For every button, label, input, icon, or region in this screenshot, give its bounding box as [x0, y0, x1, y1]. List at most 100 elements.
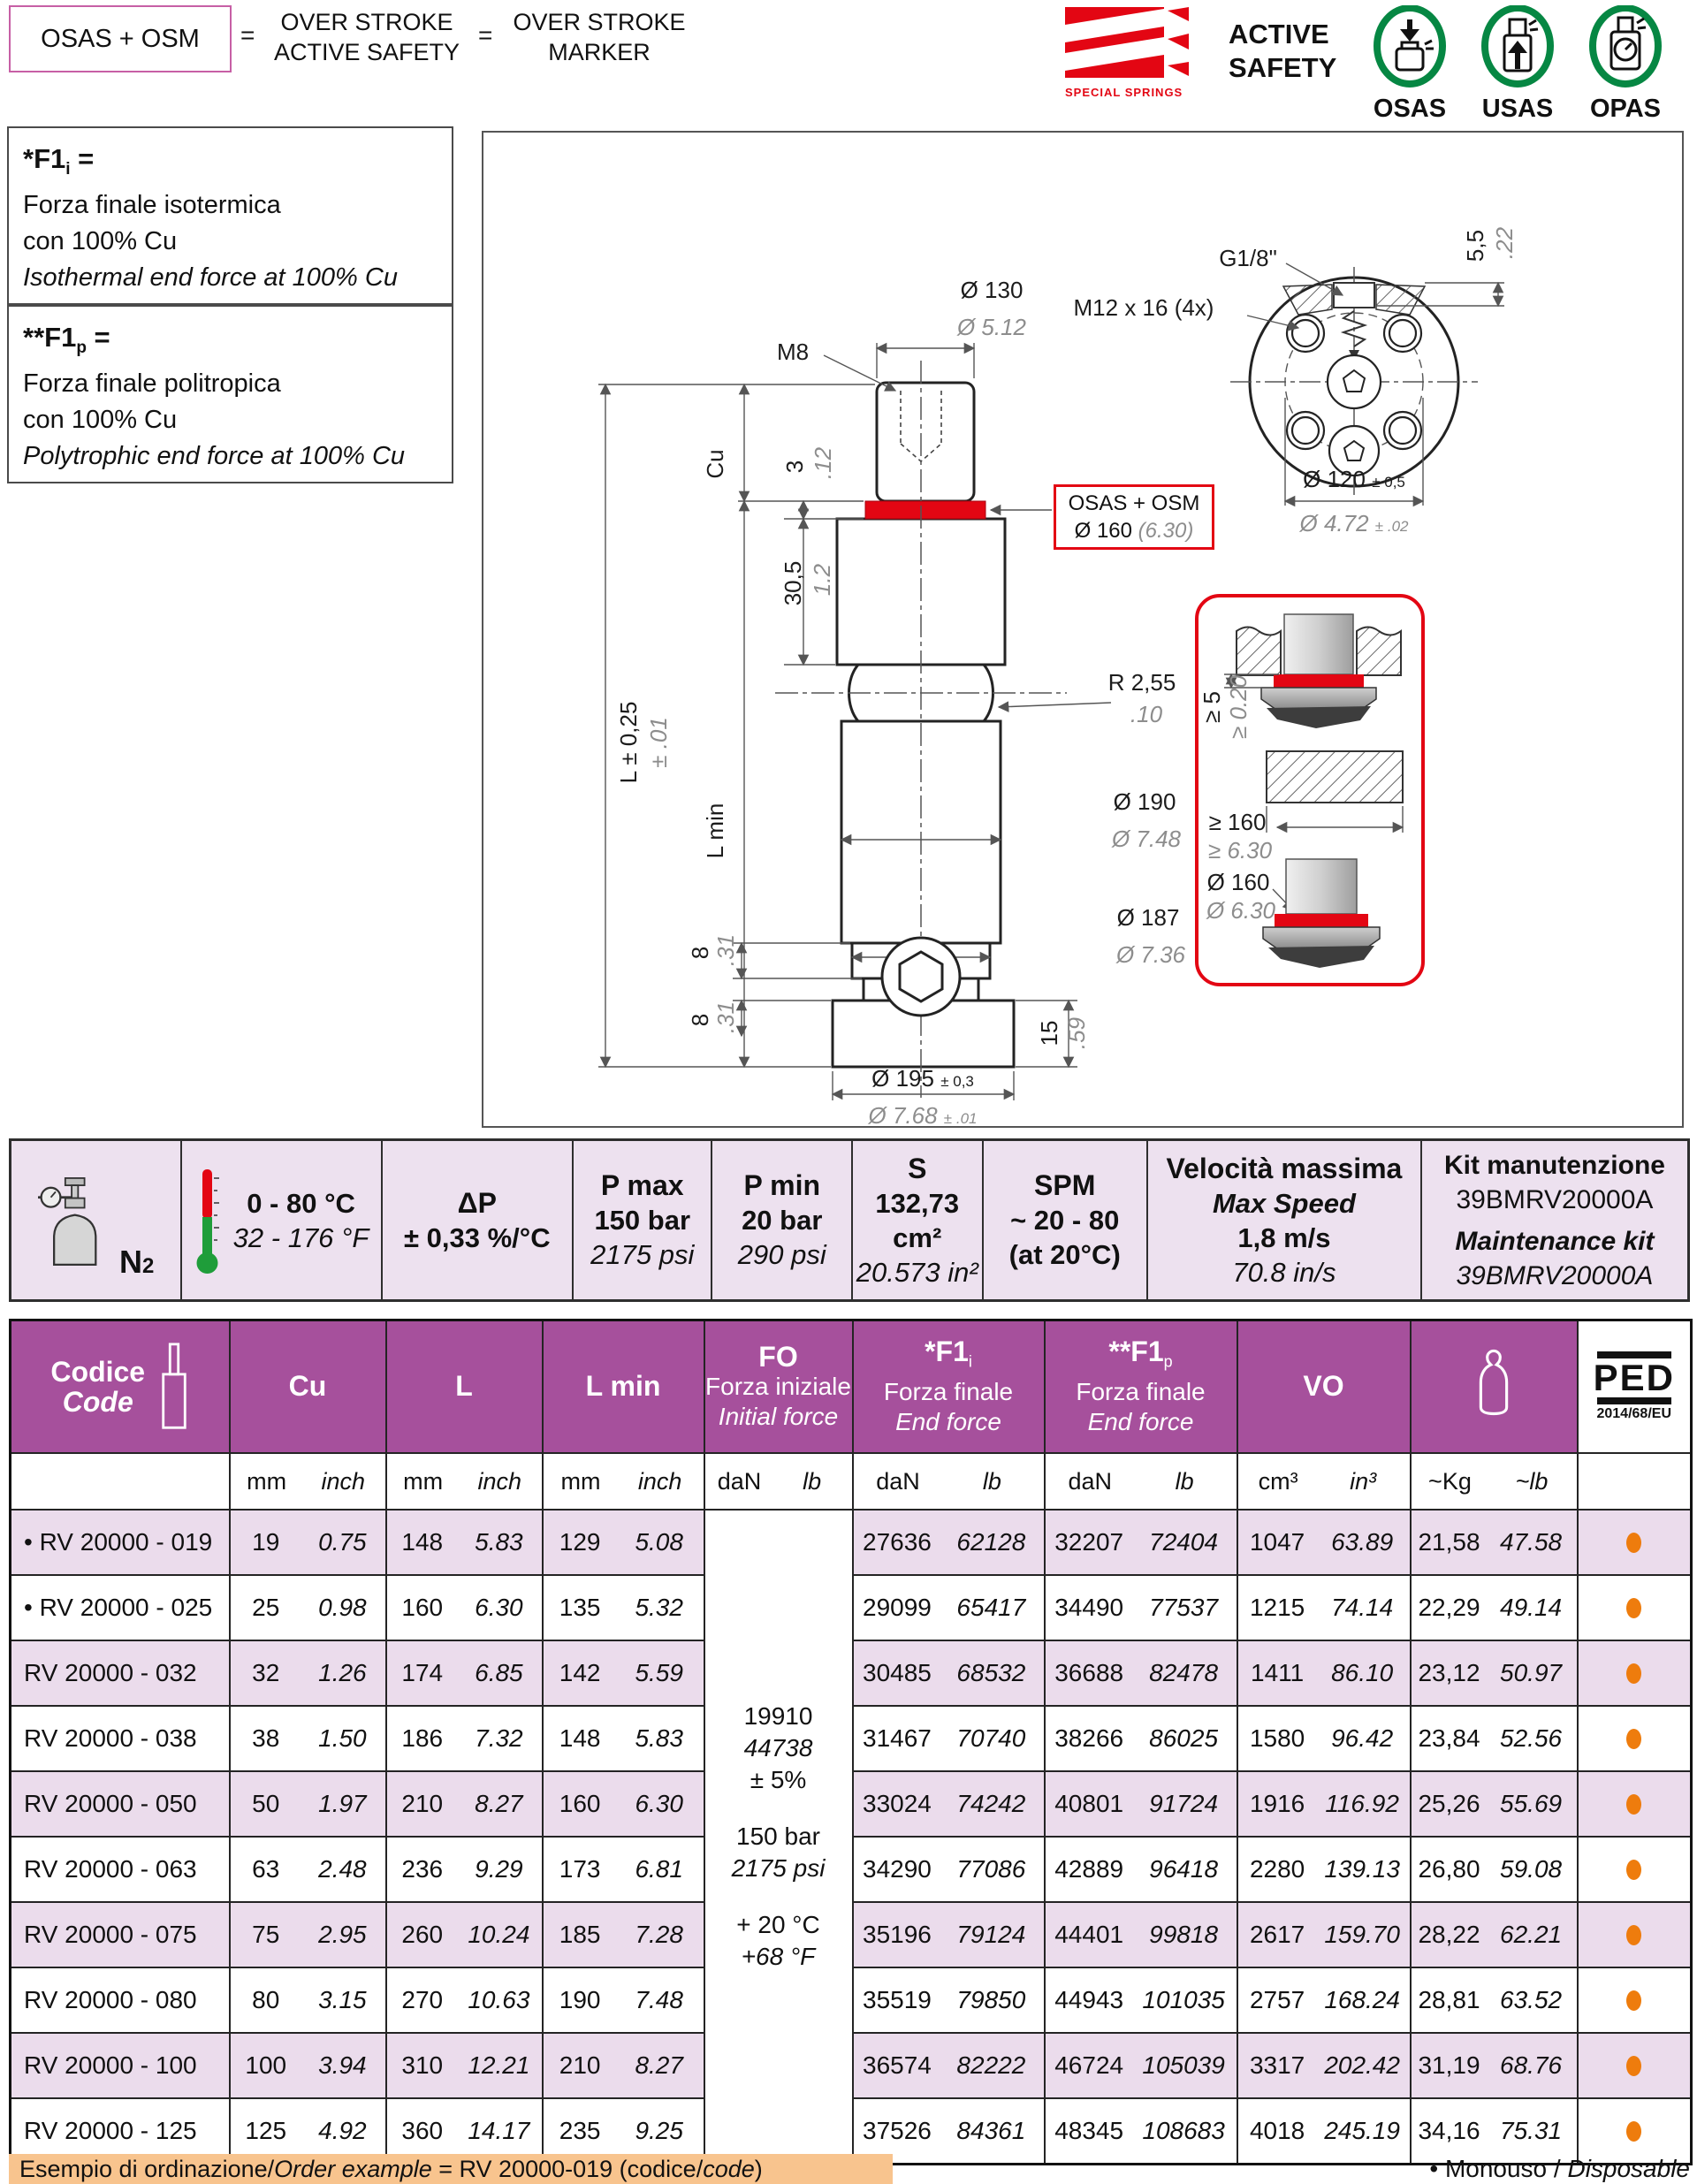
f1p-symbol: **F1	[23, 322, 77, 353]
badge-usas-label: USAS	[1481, 95, 1554, 123]
dim-d120-mm: Ø 120 ± 0,5	[1303, 468, 1405, 491]
thermometer-icon	[196, 1168, 219, 1274]
ped-cell	[1576, 1901, 1693, 1968]
imperial-value: 1.50	[318, 1724, 367, 1752]
metric-value: 38266	[1054, 1724, 1124, 1752]
unit-mm: mm	[247, 1467, 287, 1495]
port-hatch-right	[1375, 284, 1427, 316]
spec-gas: N2	[11, 1141, 180, 1299]
drawing-linework	[598, 263, 1504, 1100]
imperial-value: 59.08	[1500, 1855, 1563, 1883]
dim-r255-mm: R 2,55	[1107, 669, 1176, 696]
metric-value: 1411	[1251, 1659, 1305, 1686]
fo-line: ± 5%	[750, 1766, 807, 1793]
imperial-value: 96.42	[1331, 1724, 1394, 1752]
metric-value: 100	[245, 2051, 287, 2079]
code-text: RV 20000 - 063	[24, 1855, 197, 1883]
metric-value: 42889	[1054, 1855, 1124, 1883]
units-ped-empty	[1576, 1452, 1693, 1511]
spec-p-min: P min 20 bar 290 psi	[711, 1141, 851, 1299]
disposable-dot	[1626, 1924, 1642, 1945]
imperial-value: 139.13	[1324, 1855, 1400, 1883]
metric-value: 34290	[863, 1855, 932, 1883]
imperial-value: 10.63	[468, 1986, 530, 2013]
technical-drawing: Ø 130 Ø 5.12 M8 Cu 3 .12 30,5 1.2 L ± 0,…	[482, 131, 1684, 1128]
metric-value: 190	[559, 1986, 601, 2013]
label-g18: G1/8"	[1219, 245, 1277, 271]
metric-value: 1047	[1249, 1528, 1305, 1556]
hex-nut	[898, 950, 944, 1003]
imperial-value: 99818	[1149, 1921, 1219, 1948]
f1i-equals: =	[70, 143, 95, 174]
code-cell: RV 20000 - 100	[9, 2032, 231, 2099]
metric-value: 1916	[1249, 1790, 1305, 1817]
d120-inch-tol: ± .02	[1374, 518, 1409, 535]
kit-title-it: Kit manutenzione	[1443, 1150, 1665, 1180]
center-valve-hole	[1326, 354, 1382, 410]
header-l-label: L	[455, 1370, 473, 1402]
imperial-value: 5.59	[635, 1659, 683, 1686]
imperial-value: 62.21	[1500, 1921, 1563, 1948]
metric-value: 31467	[863, 1724, 932, 1752]
imperial-value: 79124	[956, 1921, 1026, 1948]
unit-dan: daN	[1068, 1467, 1113, 1495]
stack1-line1: OVER STROKE	[280, 9, 453, 35]
f1i-sub: i	[968, 1352, 972, 1371]
unit-in3: in³	[1350, 1467, 1377, 1495]
dim-ge5-mm: ≥ 5	[1199, 691, 1225, 723]
imperial-value: 79850	[956, 1986, 1026, 2013]
metric-value: 21,58	[1418, 1528, 1480, 1556]
header-f1p-symbol: **F1p	[1046, 1336, 1237, 1377]
unit-dan: daN	[717, 1467, 762, 1495]
p-max-psi: 2175 psi	[590, 1239, 695, 1270]
n2-subscript: 2	[142, 1254, 155, 1278]
code-cell: • RV 20000 - 025	[9, 1574, 231, 1641]
unit-lbw: ~lb	[1515, 1467, 1549, 1495]
header-weight	[1409, 1319, 1579, 1454]
disposable-bullet: •	[1429, 2155, 1439, 2182]
disposable-it: Monouso /	[1444, 2155, 1568, 2182]
f1p-subscript: p	[76, 338, 87, 357]
dim-d160-inch: Ø 6.30	[1206, 897, 1276, 924]
fo-line	[705, 1796, 852, 1821]
disposable-dot	[1626, 1663, 1642, 1684]
imperial-value: 75.31	[1500, 2117, 1563, 2144]
p-min-title: P min	[743, 1169, 820, 1201]
code-cell: • RV 20000 - 019	[9, 1509, 231, 1576]
dim-d187-mm: Ø 187	[1116, 904, 1180, 931]
imperial-value: 9.29	[475, 1855, 523, 1883]
fo-line: 150 bar	[736, 1823, 820, 1850]
hex-nut-boss	[880, 936, 962, 1017]
dim-l-tol-inch: ± .01	[645, 717, 672, 768]
metric-value: 46724	[1054, 2051, 1124, 2079]
p-min-bar: 20 bar	[742, 1205, 823, 1236]
metric-value: 2757	[1249, 1986, 1305, 2013]
metric-value: 210	[559, 2051, 601, 2079]
header-codice-it: Codice	[50, 1356, 146, 1388]
d120-inch-value: Ø 4.72	[1299, 510, 1369, 536]
valve-spring-symbol	[1340, 310, 1368, 347]
code-cell: RV 20000 - 080	[9, 1967, 231, 2034]
ped-cell	[1576, 1770, 1693, 1838]
brand-logo-icon	[1065, 7, 1189, 78]
ped-cell	[1576, 2097, 1693, 2165]
metric-value: 38	[252, 1724, 280, 1752]
metric-value: 63	[252, 1855, 280, 1883]
unit-mm: mm	[560, 1467, 601, 1495]
